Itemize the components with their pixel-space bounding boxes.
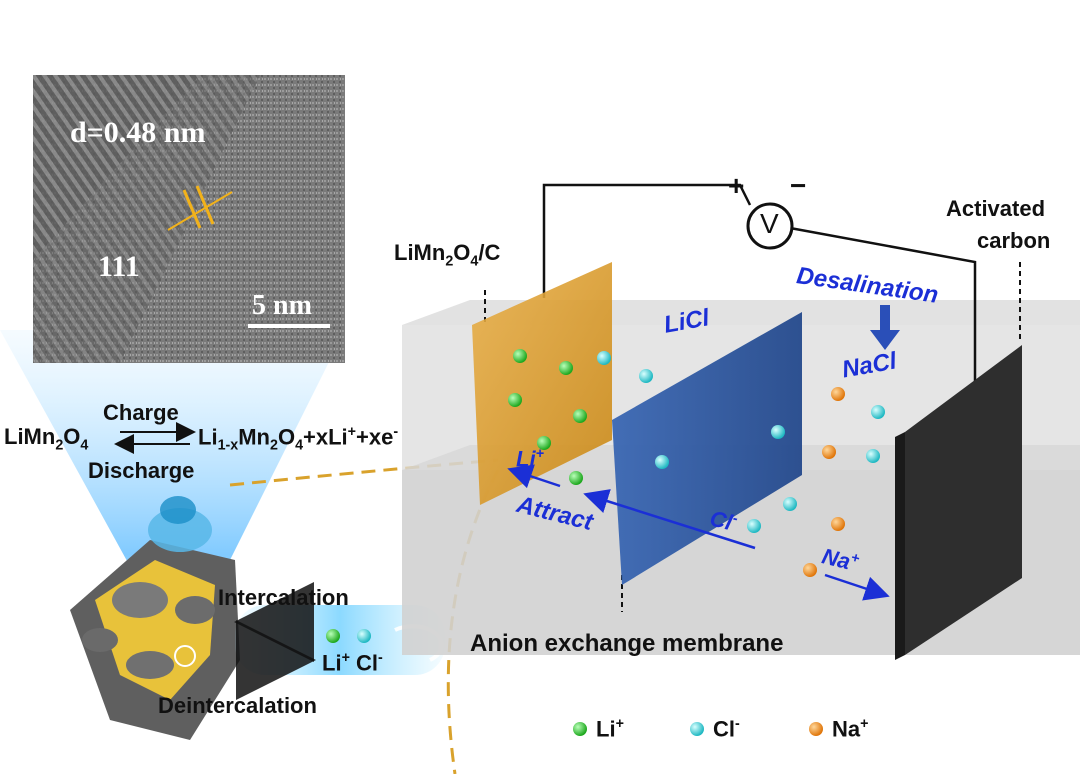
li-ion: [513, 349, 527, 363]
legend-na-sup: +: [860, 716, 869, 732]
cl-ion-particle: [357, 629, 371, 643]
electrode-right-label-2: carbon: [977, 228, 1051, 253]
particle-li-text: Li: [322, 650, 342, 676]
electrode-left-sub: 4: [470, 253, 479, 270]
cl-ion: [866, 449, 880, 463]
electrode-left-label: LiMn2O4/C: [394, 240, 500, 269]
product-sup: +: [347, 424, 357, 440]
li-ion: [537, 436, 551, 450]
electrode-left-sub: 2: [445, 253, 454, 270]
legend-na-label: Na+: [832, 716, 868, 742]
electrode-right-label-1: Activated: [946, 196, 1046, 221]
desalination-arrow: [870, 305, 900, 350]
legend-li-label: Li+: [596, 716, 624, 742]
limn2o4-particle: [70, 496, 240, 740]
cell-li-text: Li: [516, 446, 536, 472]
lattice-marker-2: [195, 185, 215, 225]
product-part: Li: [198, 424, 218, 450]
reaction-product: Li1-xMn2O4+xLi++xe-: [198, 424, 398, 454]
legend-li-sup: +: [615, 716, 624, 732]
product-part: +xe: [356, 424, 394, 450]
electrode-left-part: O: [453, 240, 471, 265]
li-ion-particle: [326, 629, 340, 643]
electrode-left-part: LiMn: [394, 240, 446, 265]
tem-plane-index: 111: [98, 250, 140, 283]
reaction-discharge-label: Discharge: [88, 458, 195, 483]
cl-ion: [783, 497, 797, 511]
particle-cl-sup: -: [378, 650, 383, 666]
electrode-right: [905, 345, 1022, 655]
reactant-sub: 2: [55, 437, 64, 454]
li-ion: [569, 471, 583, 485]
voltmeter-label: V: [760, 208, 779, 239]
connector-bottom: [446, 469, 500, 774]
cl-ion: [639, 369, 653, 383]
cell-li-sup: +: [535, 446, 544, 462]
circuit-wire-right: [789, 226, 977, 390]
electrode-right-edge: [895, 432, 905, 660]
particle-cl-text: Cl: [356, 650, 379, 676]
intercalation-label: Intercalation: [218, 585, 349, 610]
na-ion: [831, 387, 845, 401]
voltmeter: [746, 202, 794, 250]
membrane-label: Anion exchange membrane: [470, 630, 784, 657]
legend-li-text: Li: [596, 716, 616, 742]
li-ion: [573, 409, 587, 423]
na-ion: [831, 517, 845, 531]
deintercalation-label: Deintercalation: [158, 693, 317, 718]
legend-cl-sup: -: [735, 716, 740, 732]
na-arrow: [824, 573, 890, 601]
legend-cl-dot: [690, 722, 704, 736]
lattice-marker-1: [182, 189, 202, 229]
li-ion: [508, 393, 522, 407]
legend-cl-label: Cl-: [713, 716, 740, 742]
cl-ion: [771, 425, 785, 439]
cell-li-label: Li+: [516, 446, 544, 472]
reactant-sub: 4: [80, 437, 89, 454]
ions: [508, 349, 885, 577]
plus-sign: +: [728, 170, 745, 201]
electron-beam: [0, 330, 345, 630]
li-attract-arrow: [507, 464, 561, 489]
cl-ion: [655, 455, 669, 469]
particle-ion-label: Li+ Cl-: [322, 650, 383, 676]
minus-sign: −: [790, 170, 807, 201]
cell-na-text: Na: [819, 543, 853, 575]
product-sub: 4: [295, 437, 304, 454]
cell-cl-text: Cl: [707, 505, 735, 536]
product-sub: 2: [270, 437, 278, 454]
product-sub: 1-x: [217, 437, 239, 454]
reaction-reactant: LiMn2O4: [4, 424, 88, 453]
tem-image: [33, 75, 345, 363]
tem-d-spacing: d=0.48 nm: [70, 116, 206, 149]
li-ion: [559, 361, 573, 375]
electrode-left: [472, 262, 612, 505]
legend-na-dot: [809, 722, 823, 736]
product-part: Mn: [238, 424, 270, 450]
reactant-part: LiMn: [4, 424, 56, 449]
tem-scale-label: 5 nm: [252, 290, 312, 321]
product-part: +xLi: [303, 424, 348, 450]
particle-li-sup: +: [341, 650, 350, 666]
cl-attract-arrow: [583, 489, 756, 550]
product-sup: -: [393, 424, 399, 440]
na-ion: [803, 563, 817, 577]
na-ion: [822, 445, 836, 459]
cl-ion: [747, 519, 761, 533]
reaction-charge-label: Charge: [103, 400, 179, 425]
legend-cl-text: Cl: [713, 716, 735, 742]
legend-na-text: Na: [832, 716, 861, 742]
cl-ion: [597, 351, 611, 365]
lattice-arrow: [167, 191, 233, 231]
reactant-part: O: [63, 424, 81, 449]
cl-ion: [871, 405, 885, 419]
circuit-wire-left: [542, 183, 752, 298]
product-part: O: [277, 424, 296, 450]
connector-top: [229, 458, 499, 487]
legend-li-dot: [573, 722, 587, 736]
electrode-left-part: /C: [478, 240, 501, 265]
